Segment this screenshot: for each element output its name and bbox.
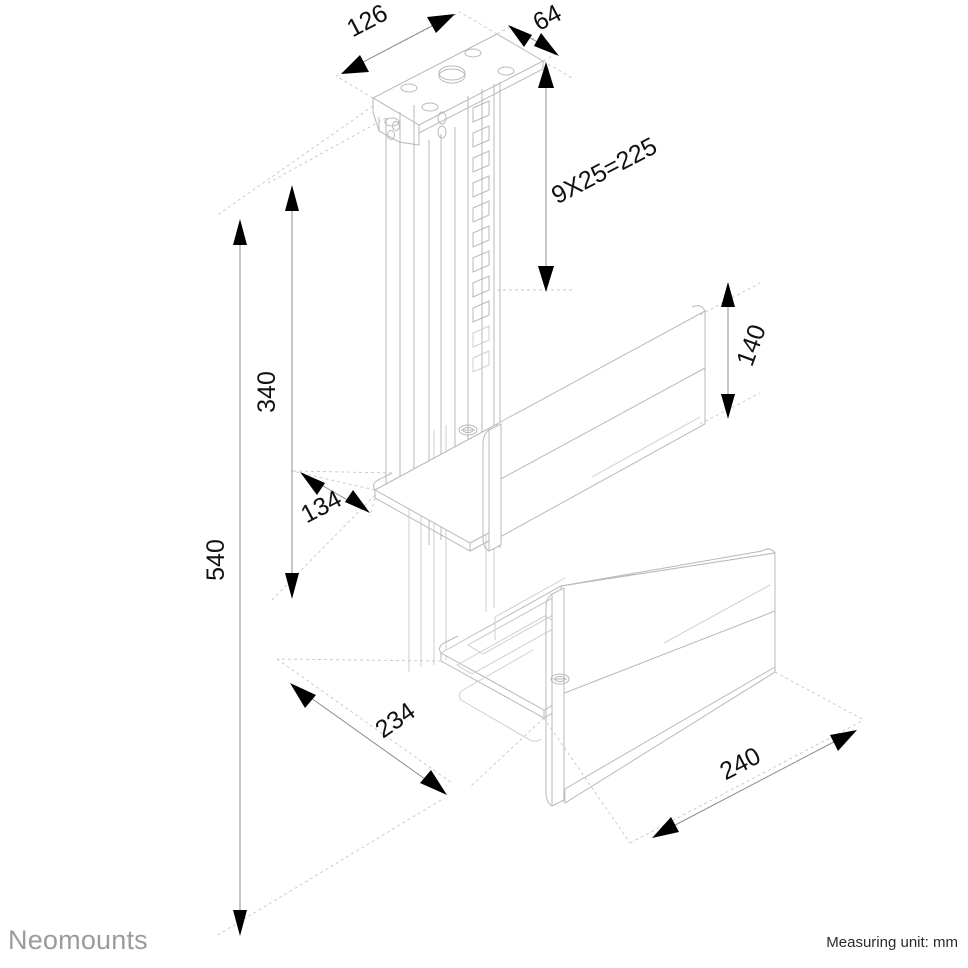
dimension-340-label: 340: [253, 371, 281, 413]
dimension-540: 540: [202, 219, 247, 936]
dimension-126-label: 126: [342, 0, 392, 43]
dimension-234: 234: [290, 683, 447, 795]
dimension-240-label: 240: [715, 742, 765, 786]
dimension-234-label: 234: [370, 697, 420, 744]
dimension-540-label: 540: [202, 539, 230, 581]
measuring-unit-note: Measuring unit: mm: [826, 934, 958, 951]
lower-cpu-cradle: [439, 548, 776, 807]
dimension-9x25-225-label: 9X25=225: [547, 132, 662, 210]
column-adjustment-slots: [472, 100, 490, 373]
dimension-64-label: 64: [529, 0, 567, 37]
dimension-240: 240: [652, 730, 857, 838]
dimension-140: 140: [721, 282, 772, 419]
dimension-9x25-225: 9X25=225: [538, 62, 662, 292]
dimension-340: 340: [253, 185, 299, 599]
brand-logo: Neomounts: [8, 925, 148, 955]
ceiling-mounting-plate: [371, 33, 545, 146]
dimension-126: 126: [341, 0, 455, 74]
dimension-134-label: 134: [296, 485, 346, 529]
dimension-140-label: 140: [731, 321, 772, 370]
vertical-column: [385, 82, 501, 672]
upper-cpu-cradle: [373, 305, 706, 552]
product-geometry: [371, 33, 776, 807]
